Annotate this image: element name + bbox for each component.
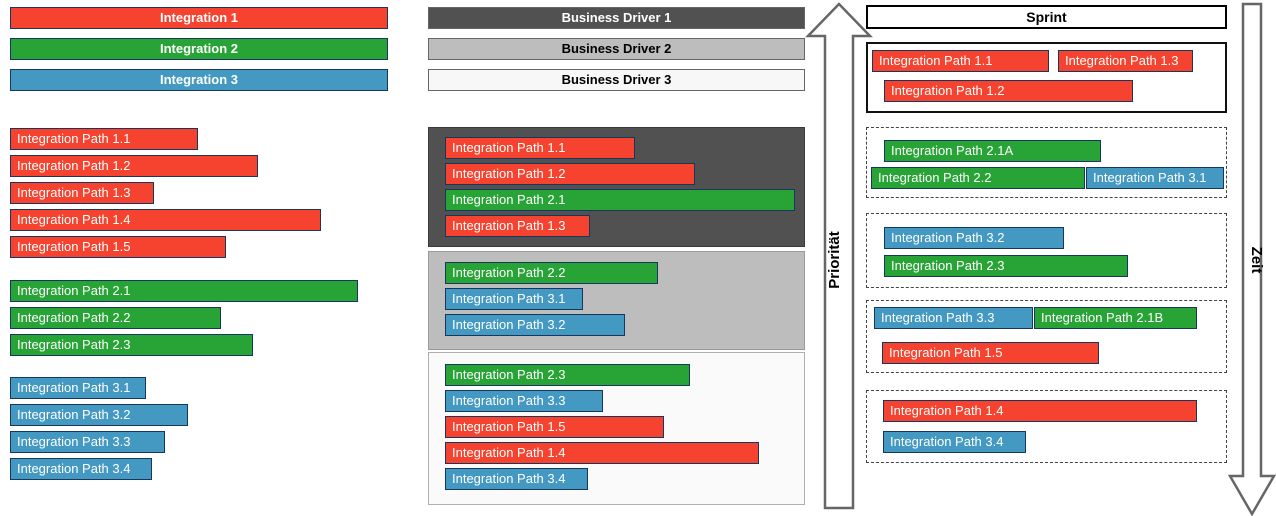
left-path-integration-path-2-1: Integration Path 2.1 <box>10 280 358 302</box>
driver-path-integration-path-1-3: Integration Path 1.3 <box>445 215 590 237</box>
time-arrow-label: Zeit <box>1248 247 1265 274</box>
driver-header-business-driver-3: Business Driver 3 <box>428 69 805 91</box>
sprint-path-integration-path-1-4: Integration Path 1.4 <box>883 400 1197 422</box>
legend-integration-3: Integration 3 <box>10 69 388 91</box>
driver-path-integration-path-3-4: Integration Path 3.4 <box>445 468 588 490</box>
driver-header-business-driver-1: Business Driver 1 <box>428 7 805 29</box>
sprint-path-integration-path-1-1: Integration Path 1.1 <box>872 50 1049 72</box>
driver-path-integration-path-1-2: Integration Path 1.2 <box>445 163 695 185</box>
sprint-path-integration-path-3-2: Integration Path 3.2 <box>884 227 1064 249</box>
sprint-path-integration-path-3-3: Integration Path 3.3 <box>874 307 1033 329</box>
left-path-integration-path-1-4: Integration Path 1.4 <box>10 209 321 231</box>
sprint-path-integration-path-2-1b: Integration Path 2.1B <box>1034 307 1197 329</box>
left-path-integration-path-1-5: Integration Path 1.5 <box>10 236 226 258</box>
left-path-integration-path-3-3: Integration Path 3.3 <box>10 431 165 453</box>
driver-path-integration-path-1-1: Integration Path 1.1 <box>445 137 635 159</box>
time-arrow-icon: Zeit <box>1228 2 1276 516</box>
sprint-header: Sprint <box>866 5 1227 29</box>
left-path-integration-path-1-1: Integration Path 1.1 <box>10 128 198 150</box>
sprint-path-integration-path-3-4: Integration Path 3.4 <box>883 431 1026 453</box>
sprint-path-integration-path-1-3: Integration Path 1.3 <box>1058 50 1193 72</box>
sprint-path-integration-path-2-1a: Integration Path 2.1A <box>884 140 1101 162</box>
sprint-path-integration-path-1-2: Integration Path 1.2 <box>884 80 1133 102</box>
left-path-integration-path-3-2: Integration Path 3.2 <box>10 404 188 426</box>
priority-arrow-icon: Priorität <box>805 2 873 510</box>
driver-path-integration-path-2-2: Integration Path 2.2 <box>445 262 658 284</box>
driver-path-integration-path-2-3: Integration Path 2.3 <box>445 364 690 386</box>
sprint-path-integration-path-1-5: Integration Path 1.5 <box>882 342 1099 364</box>
driver-path-integration-path-2-1: Integration Path 2.1 <box>445 189 795 211</box>
priority-arrow-label: Priorität <box>826 231 843 289</box>
legend-integration-2: Integration 2 <box>10 38 388 60</box>
sprint-path-integration-path-2-3: Integration Path 2.3 <box>884 255 1128 277</box>
driver-header-business-driver-2: Business Driver 2 <box>428 38 805 60</box>
left-path-integration-path-3-4: Integration Path 3.4 <box>10 458 152 480</box>
left-path-integration-path-1-3: Integration Path 1.3 <box>10 182 154 204</box>
left-path-integration-path-2-3: Integration Path 2.3 <box>10 334 253 356</box>
left-path-integration-path-1-2: Integration Path 1.2 <box>10 155 258 177</box>
driver-path-integration-path-3-2: Integration Path 3.2 <box>445 314 625 336</box>
sprint-path-integration-path-2-2: Integration Path 2.2 <box>871 167 1085 189</box>
left-path-integration-path-2-2: Integration Path 2.2 <box>10 307 221 329</box>
driver-path-integration-path-1-4: Integration Path 1.4 <box>445 442 759 464</box>
driver-path-integration-path-3-3: Integration Path 3.3 <box>445 390 603 412</box>
sprint-path-integration-path-3-1: Integration Path 3.1 <box>1086 167 1224 189</box>
left-path-integration-path-3-1: Integration Path 3.1 <box>10 377 146 399</box>
driver-path-integration-path-1-5: Integration Path 1.5 <box>445 416 664 438</box>
legend-integration-1: Integration 1 <box>10 7 388 29</box>
driver-path-integration-path-3-1: Integration Path 3.1 <box>445 288 583 310</box>
